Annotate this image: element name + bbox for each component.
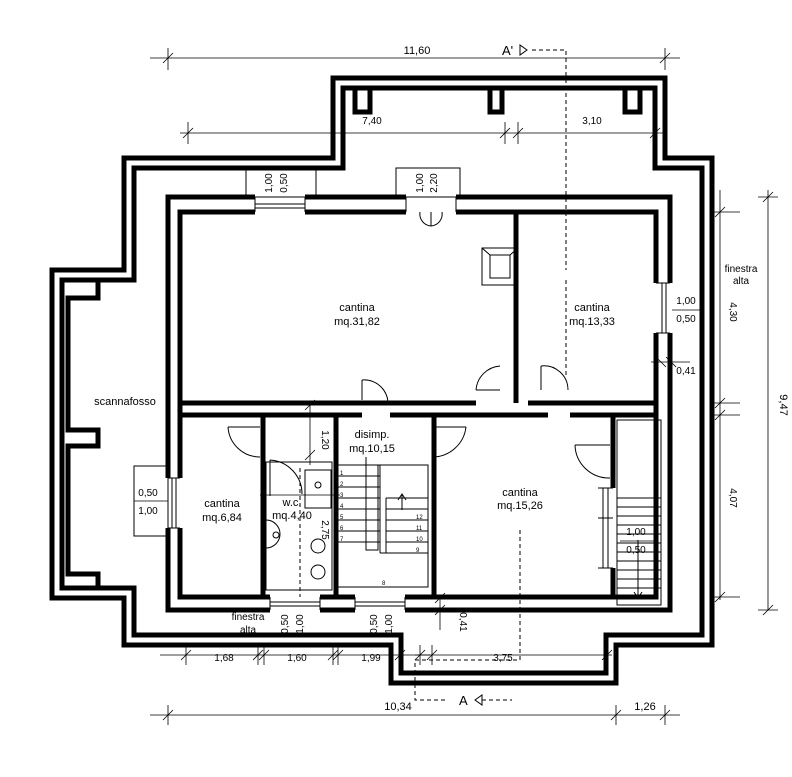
dim-bottom-b: 1,60 xyxy=(287,653,307,664)
step-4: 4 xyxy=(340,504,344,510)
doors xyxy=(227,365,611,496)
step-8: 8 xyxy=(382,581,386,587)
step-12: 12 xyxy=(416,515,423,521)
room-name-cantina-ne: cantina xyxy=(574,302,610,314)
dimension-texts: 11,60 7,40 3,10 9,47 4,30 4,07 0,41 10,3… xyxy=(214,45,789,713)
dim-bottom-c: 1,99 xyxy=(361,653,381,664)
section-labels: A' A xyxy=(459,43,513,708)
win-right-se-w: 1,00 xyxy=(626,527,646,538)
section-label-bottom: A xyxy=(459,693,468,708)
win-top-b-w: 1,00 xyxy=(415,173,426,193)
dim-bottom-a: 1,68 xyxy=(214,653,234,664)
win-top-b-h: 2,20 xyxy=(429,173,440,193)
win-right-se-h: 0,50 xyxy=(626,545,646,556)
room-area-cantina-sw: mq.6,84 xyxy=(202,512,242,524)
dimension-lines xyxy=(150,48,778,725)
room-area-cantina-main: mq.31,82 xyxy=(334,316,380,328)
dim-bottom-d: 3,75 xyxy=(493,653,513,664)
dim-wc-inner: 2,75 xyxy=(319,520,330,540)
dim-bottom-total: 10,34 xyxy=(384,701,412,713)
win-bottom-disimp-h: 0,50 xyxy=(369,614,380,634)
step-10: 10 xyxy=(416,537,423,543)
dim-top-right: 3,10 xyxy=(582,116,602,127)
step-11: 11 xyxy=(416,526,423,532)
dim-right-mid: 0,41 xyxy=(676,366,696,377)
dim-right-total: 9,47 xyxy=(777,394,789,415)
section-line xyxy=(414,44,567,706)
section-label-top: A' xyxy=(502,43,513,58)
step-6: 6 xyxy=(340,526,344,532)
window-frames xyxy=(133,167,676,616)
win-bottom-wc-w: 1,00 xyxy=(295,614,306,634)
step-2: 2 xyxy=(340,482,344,488)
room-area-cantina-ne: mq.13,33 xyxy=(569,316,615,328)
room-name-cantina-sw: cantina xyxy=(204,498,240,510)
stair-numbers: 1 2 3 4 5 6 7 12 11 10 9 8 xyxy=(340,471,423,587)
win-top-a-w: 1,00 xyxy=(264,173,275,193)
window-texts: 0,50 1,00 2,20 1,00 1,00 0,50 0,50 1,00 … xyxy=(134,173,758,636)
win-bottom-wc-h: 0,50 xyxy=(280,614,291,634)
dim-right-lower: 4,07 xyxy=(727,488,738,508)
dim-bottom-right: 1,26 xyxy=(634,701,655,713)
wc-fixtures xyxy=(265,461,333,597)
room-labels: cantina mq.31,82 cantina mq.13,33 disimp… xyxy=(94,302,615,524)
room-name-cantina-main: cantina xyxy=(339,302,375,314)
step-5: 5 xyxy=(340,515,344,521)
note-alta-bottom: alta xyxy=(240,625,257,636)
room-name-scannafosso: scannafosso xyxy=(94,396,156,408)
room-name-cantina-se: cantina xyxy=(502,487,538,499)
note-alta-right: alta xyxy=(733,276,750,287)
win-top-a-h: 0,50 xyxy=(279,173,290,193)
step-9: 9 xyxy=(416,548,420,554)
room-name-wc: w.c. xyxy=(282,497,302,509)
dim-top-left: 7,40 xyxy=(362,116,382,127)
step-7: 7 xyxy=(340,537,344,543)
step-3: 3 xyxy=(340,493,344,499)
room-area-wc: mq.4,40 xyxy=(272,510,312,522)
win-left-sw-h: 0,50 xyxy=(138,488,158,499)
win-right-ne-w: 1,00 xyxy=(676,296,696,307)
stairs-main xyxy=(337,457,429,588)
dim-wc-vert: 1,20 xyxy=(319,430,330,450)
dim-top-total: 11,60 xyxy=(404,45,431,57)
room-name-disimp: disimp. xyxy=(355,429,390,441)
note-finestra-bottom: finestra xyxy=(232,612,265,623)
dim-bottom-gap: 0,41 xyxy=(457,612,468,632)
room-area-disimp: mq.10,15 xyxy=(349,443,395,455)
step-1: 1 xyxy=(340,471,344,477)
win-right-ne-h: 0,50 xyxy=(676,314,696,325)
outer-walls xyxy=(49,75,715,686)
win-bottom-disimp-w: 1,00 xyxy=(384,614,395,634)
stairs-east xyxy=(616,419,662,606)
room-area-cantina-se: mq.15,26 xyxy=(497,500,543,512)
win-left-sw-w: 1,00 xyxy=(138,506,158,517)
note-finestra-right: finestra xyxy=(725,264,758,275)
dim-right-upper: 4,30 xyxy=(727,302,738,322)
